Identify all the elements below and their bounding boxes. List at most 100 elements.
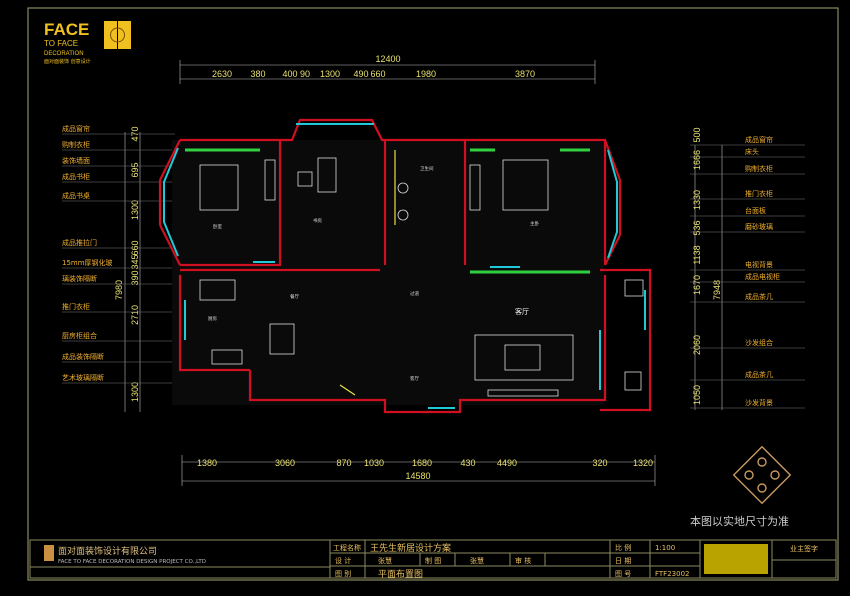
project-name: 王先生新居设计方案 xyxy=(370,542,451,554)
dim-bottom-segment: 1380 xyxy=(197,458,217,468)
scale-value: 1:100 xyxy=(655,544,675,552)
dim-top-segment: 2630 xyxy=(212,69,232,79)
room-tag-living: 客厅 xyxy=(515,307,529,316)
dim-bottom-total: 14580 xyxy=(405,471,430,481)
dim-top-segment: 1980 xyxy=(416,69,436,79)
dim-top-total: 12400 xyxy=(375,54,400,64)
callout-label-left: 成品书桌 xyxy=(62,191,90,200)
dim-left-total: 7980 xyxy=(114,280,124,300)
dim-left-segment: 390 xyxy=(130,270,140,285)
callout-label-right: 沙发背景 xyxy=(745,398,773,407)
callout-label-right: 沙发组合 xyxy=(745,338,773,347)
designer: 张慧 xyxy=(378,556,392,565)
dim-right-segment: 536 xyxy=(692,220,702,235)
callout-label-left: 购制衣柜 xyxy=(62,140,90,149)
dim-right-segment: 1330 xyxy=(692,190,702,210)
floor-plan: 卧室 书房 卫生间 主卧 厨房 餐厅 过道 客厅 客厅 xyxy=(158,118,652,414)
svg-text:DECORATION: DECORATION xyxy=(44,51,84,57)
drawing-number: FTF23002 xyxy=(655,570,689,578)
drawing-frame xyxy=(27,7,839,581)
room-label-dining: 餐厅 xyxy=(290,293,299,300)
dim-top-segment: 490 xyxy=(353,69,368,79)
dim-right-segment: 2060 xyxy=(692,335,702,355)
callout-label-left: 成品推拉门 xyxy=(62,238,97,247)
project-label: 工程名称 xyxy=(333,543,361,552)
callout-label-left: 成品书柜 xyxy=(62,172,90,181)
dim-right-total: 7948 xyxy=(712,280,722,300)
callout-label-right: 台面板 xyxy=(745,206,766,215)
drawing-name: 平面布置图 xyxy=(378,568,423,580)
callout-label-left: 成品窗帘 xyxy=(62,124,90,133)
drawing-label: 图 别 xyxy=(335,569,351,578)
svg-text:面对面装饰 创意设计: 面对面装饰 创意设计 xyxy=(44,58,91,65)
dim-top-segment: 1300 xyxy=(320,69,340,79)
dim-bottom-segment: 1320 xyxy=(633,458,653,468)
dim-top-segment: 90 xyxy=(300,69,310,79)
room-label-corridor: 过道 xyxy=(410,290,419,297)
walls xyxy=(158,118,652,414)
company-name-cn: 面对面装饰设计有限公司 xyxy=(58,545,157,557)
dim-left-segment: 1300 xyxy=(130,200,140,220)
furniture xyxy=(199,157,644,397)
dim-top-segment: 3870 xyxy=(515,69,535,79)
company-logo: FACE TO FACE DECORATION 面对面装饰 创意设计 xyxy=(44,20,131,65)
room-label-bathroom: 卫生间 xyxy=(420,165,434,172)
room-label-kitchen: 厨房 xyxy=(208,315,217,322)
dim-top-segment: 380 xyxy=(250,69,265,79)
callout-label-right: 磨砂玻璃 xyxy=(745,222,773,231)
room-label-study: 书房 xyxy=(313,217,322,224)
dim-right-segment: 1670 xyxy=(692,275,702,295)
dimension-lines xyxy=(124,60,723,486)
dim-bottom-segment: 1680 xyxy=(412,458,432,468)
company-name-en: FACE TO FACE DECORATION DESIGN PROJECT C… xyxy=(58,559,206,565)
notes-box xyxy=(704,544,768,574)
svg-text:TO FACE: TO FACE xyxy=(44,39,78,48)
dim-bottom-segment: 320 xyxy=(592,458,607,468)
dim-right-segment: 1138 xyxy=(692,245,702,264)
callout-label-right: 床头 xyxy=(745,147,759,156)
drafter: 张慧 xyxy=(470,556,484,565)
callout-label-right: 成品窗帘 xyxy=(745,135,773,144)
dim-top-segment: 660 xyxy=(370,69,385,79)
dim-bottom-segment: 4490 xyxy=(497,458,517,468)
dim-bottom-segment: 1030 xyxy=(364,458,384,468)
callout-label-right: 成品电视柜 xyxy=(745,272,780,281)
callout-label-left: 艺术玻璃隔断 xyxy=(62,373,104,382)
design-label: 设 计 xyxy=(335,556,351,565)
callout-label-left: 璃装饰隔断 xyxy=(62,274,97,283)
dim-left-segment: 345 xyxy=(130,254,140,269)
callout-label-left: 推门衣柜 xyxy=(62,302,90,311)
callout-label-right: 推门衣柜 xyxy=(745,189,773,198)
company-logo-small xyxy=(44,545,54,561)
dim-left-segment: 1300 xyxy=(130,382,140,402)
dim-left-segment: 2710 xyxy=(130,305,140,325)
callout-label-left: 厨房柜组合 xyxy=(62,331,97,340)
dim-bottom-segment: 870 xyxy=(336,458,351,468)
client-signature-label: 业主签字 xyxy=(790,544,818,553)
callout-label-left: 装饰墙面 xyxy=(62,156,90,165)
windows xyxy=(163,123,646,409)
dim-bottom-segment: 430 xyxy=(460,458,475,468)
callout-label-left: 15mm厚钢化玻 xyxy=(62,258,113,267)
orientation-symbol xyxy=(732,445,792,505)
callout-label-right: 成品茶几 xyxy=(745,292,773,301)
dim-right-segment: 1666 xyxy=(692,150,702,170)
dim-right-segment: 1050 xyxy=(692,385,702,405)
room-label-bedroom: 卧室 xyxy=(213,223,222,230)
number-label: 图 号 xyxy=(615,570,631,578)
dim-top-segment: 400 xyxy=(282,69,297,79)
room-label-master: 主卧 xyxy=(530,220,539,227)
draw-label: 制 图 xyxy=(425,556,441,565)
dim-bottom-segment: 3060 xyxy=(275,458,295,468)
review-label: 审 核 xyxy=(515,556,531,565)
dim-right-segment: 500 xyxy=(692,127,702,142)
date-label: 日 期 xyxy=(615,557,631,565)
title-block xyxy=(29,539,837,579)
callout-label-right: 购制衣柜 xyxy=(745,164,773,173)
callout-label-left: 成品装饰隔断 xyxy=(62,352,104,361)
scale-label: 比 例 xyxy=(615,543,631,552)
callout-label-right: 成品茶几 xyxy=(745,370,773,379)
scale-note: 本图以实地尺寸为准 xyxy=(690,514,789,528)
room-label-living: 客厅 xyxy=(410,375,419,382)
